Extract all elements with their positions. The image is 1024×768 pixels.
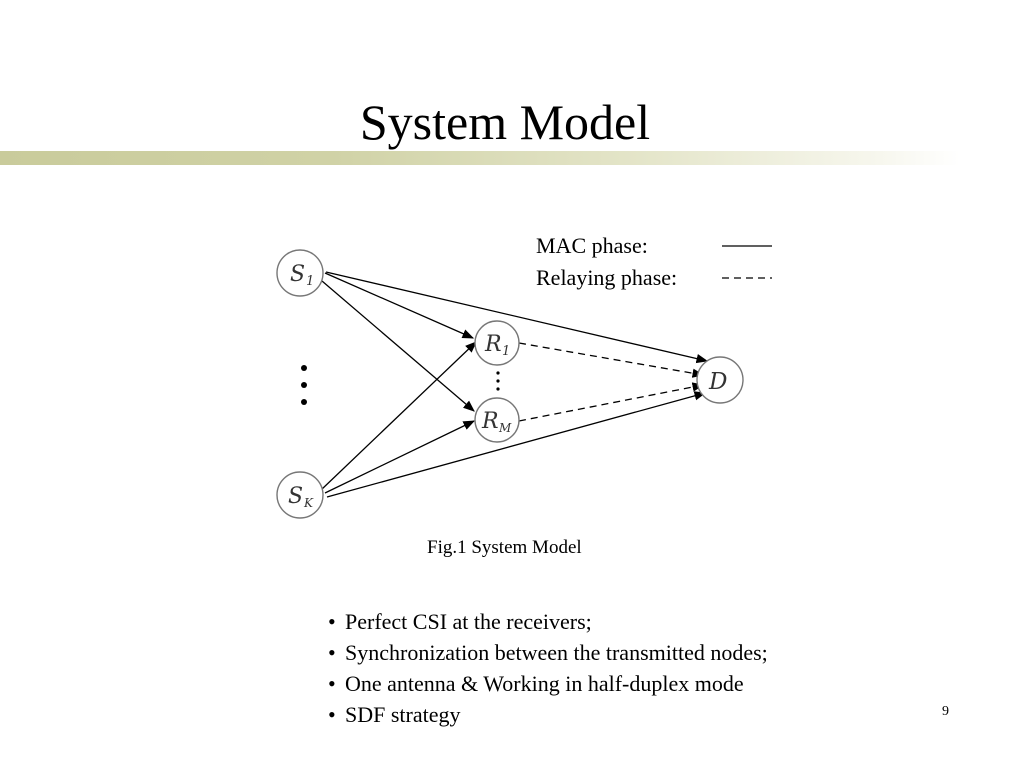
figure-caption: Fig.1 System Model: [427, 537, 582, 558]
legend-relaying: Relaying phase:: [536, 262, 774, 294]
link-s1-r1: [324, 272, 475, 339]
slide-title: System Model: [359, 94, 651, 150]
link-s1-d: [325, 271, 709, 364]
assumptions-list: •Perfect CSI at the receivers; •Synchron…: [328, 606, 768, 730]
legend-mac-label: MAC phase:: [536, 233, 648, 258]
link-sk-r1: [320, 341, 477, 491]
svg-text:1: 1: [502, 344, 510, 359]
svg-text:1: 1: [306, 274, 314, 289]
page-number: 9: [942, 704, 949, 719]
list-item: •Perfect CSI at the receivers;: [328, 609, 592, 634]
svg-text:R: R: [481, 409, 499, 434]
diagram-legend: MAC phase: Relaying phase:: [536, 230, 774, 294]
list-item: •SDF strategy: [328, 702, 461, 727]
link-sk-d: [326, 391, 707, 498]
svg-text:S: S: [290, 262, 305, 287]
node-sk: S K: [276, 471, 324, 519]
link-sk-rm: [324, 420, 476, 494]
svg-text:M: M: [498, 421, 512, 435]
svg-text:D: D: [708, 369, 727, 395]
svg-text:K: K: [303, 496, 314, 510]
legend-mac: MAC phase:: [536, 230, 774, 262]
svg-text:R: R: [484, 332, 502, 357]
svg-text:S: S: [288, 484, 303, 509]
node-s1: S 1: [276, 249, 324, 297]
link-s1-rm: [321, 280, 475, 412]
sources-ellipsis: [301, 365, 307, 405]
node-r1: R 1: [474, 320, 520, 366]
relays-ellipsis: [496, 371, 500, 391]
list-item: •One antenna & Working in half-duplex mo…: [328, 671, 744, 696]
legend-relaying-label: Relaying phase:: [536, 265, 678, 290]
link-rm-d: [518, 382, 705, 422]
node-rm: R M: [474, 397, 520, 443]
legend-solid-line: [722, 245, 772, 247]
system-model-diagram: S 1 S K R 1 R M D: [276, 249, 744, 519]
title-divider: [0, 151, 1024, 165]
node-d: D: [696, 356, 744, 404]
legend-dashed-line: [722, 277, 772, 279]
list-item: •Synchronization between the transmitted…: [328, 640, 768, 665]
link-r1-d: [518, 342, 705, 378]
